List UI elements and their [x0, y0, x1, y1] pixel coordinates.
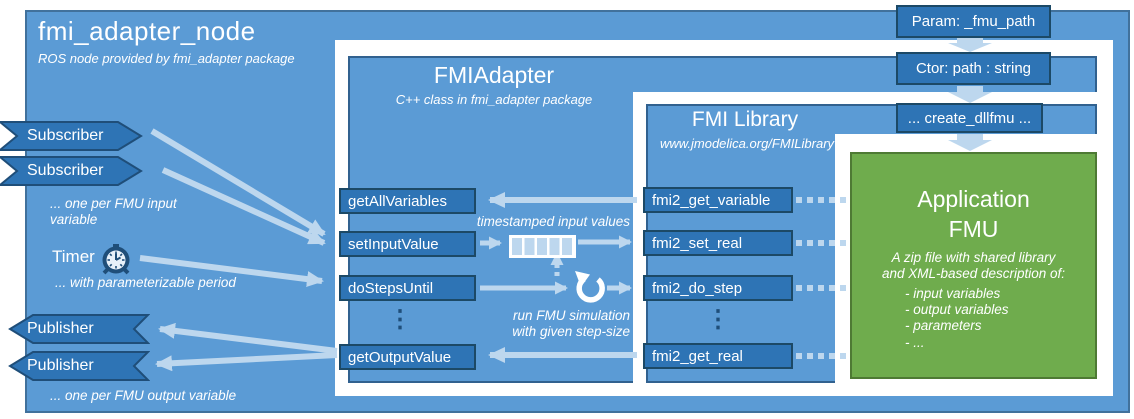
- create-dllfmu-box: ... create_dllfmu ...: [896, 103, 1043, 133]
- fn-fmi2-get-variable: fmi2_get_variable: [643, 187, 793, 213]
- method-getoutputvalue: getOutputValue: [339, 344, 476, 370]
- fmu-desc-line2: and XML-based description of:: [881, 266, 1066, 281]
- clock-icon: [102, 244, 130, 275]
- subscriber-label: Subscriber: [27, 162, 104, 179]
- left-arrow-shape-icon: [8, 314, 151, 344]
- fn-fmi2-get-real: fmi2_get_real: [643, 343, 793, 369]
- method-setinputvalue: setInputValue: [339, 231, 476, 257]
- fmu-item-inputs: - input variables: [905, 286, 1001, 301]
- subscriber-shape-2: Subscriber: [0, 156, 143, 186]
- fmu-title-line1: Application: [917, 186, 1030, 212]
- fn-fmi2-do-step: fmi2_do_step: [643, 275, 793, 301]
- param-box: Param: _fmu_path: [896, 5, 1051, 38]
- ctor-box: Ctor: path : string: [896, 52, 1051, 85]
- application-fmu-box: [850, 152, 1097, 379]
- method-getallvariables: getAllVariables: [339, 188, 476, 214]
- functions-ellipsis: ⋮: [706, 306, 730, 333]
- fmilibrary-subtitle: www.jmodelica.org/FMILibrary: [659, 136, 835, 151]
- method-dostepsuntil: doStepsUntil: [339, 275, 476, 301]
- right-arrow-shape-icon: [0, 156, 143, 186]
- output-note: ... one per FMU output variable: [50, 388, 237, 403]
- left-arrow-shape-icon: [8, 351, 151, 381]
- subscriber-shape-1: Subscriber: [0, 121, 143, 151]
- node-title: fmi_adapter_node: [38, 16, 256, 46]
- publisher-shape-1: Publisher: [0, 314, 151, 344]
- fn-fmi2-set-real: fmi2_set_real: [643, 230, 793, 256]
- fmu-item-more: - ...: [905, 335, 925, 350]
- subscriber-label: Subscriber: [27, 127, 104, 144]
- fmilibrary-title: FMI Library: [691, 108, 799, 131]
- node-subtitle: ROS node provided by fmi_adapter package: [38, 51, 295, 66]
- right-arrow-shape-icon: [0, 121, 143, 151]
- publisher-label: Publisher: [27, 320, 94, 337]
- timer-label: Timer: [52, 247, 95, 266]
- timer-note: ... with parameterizable period: [55, 275, 236, 290]
- queue-label: timestamped input values: [476, 214, 630, 229]
- publisher-label: Publisher: [27, 357, 94, 374]
- fmiadapter-title: FMIAdapter: [433, 62, 555, 88]
- fmu-desc-line1: A zip file with shared library: [891, 250, 1056, 265]
- fmiadapter-subtitle: C++ class in fmi_adapter package: [395, 92, 593, 107]
- fmu-title-line2: FMU: [948, 216, 999, 242]
- fmu-item-outputs: - output variables: [905, 302, 1009, 317]
- methods-ellipsis: ⋮: [388, 306, 412, 333]
- sim-note-line1: run FMU simulation: [512, 308, 630, 323]
- fmu-item-parameters: - parameters: [905, 318, 982, 333]
- publisher-shape-2: Publisher: [0, 351, 151, 381]
- input-note: ... one per FMU input variable: [50, 196, 177, 227]
- sim-note-line2: with given step-size: [512, 324, 630, 339]
